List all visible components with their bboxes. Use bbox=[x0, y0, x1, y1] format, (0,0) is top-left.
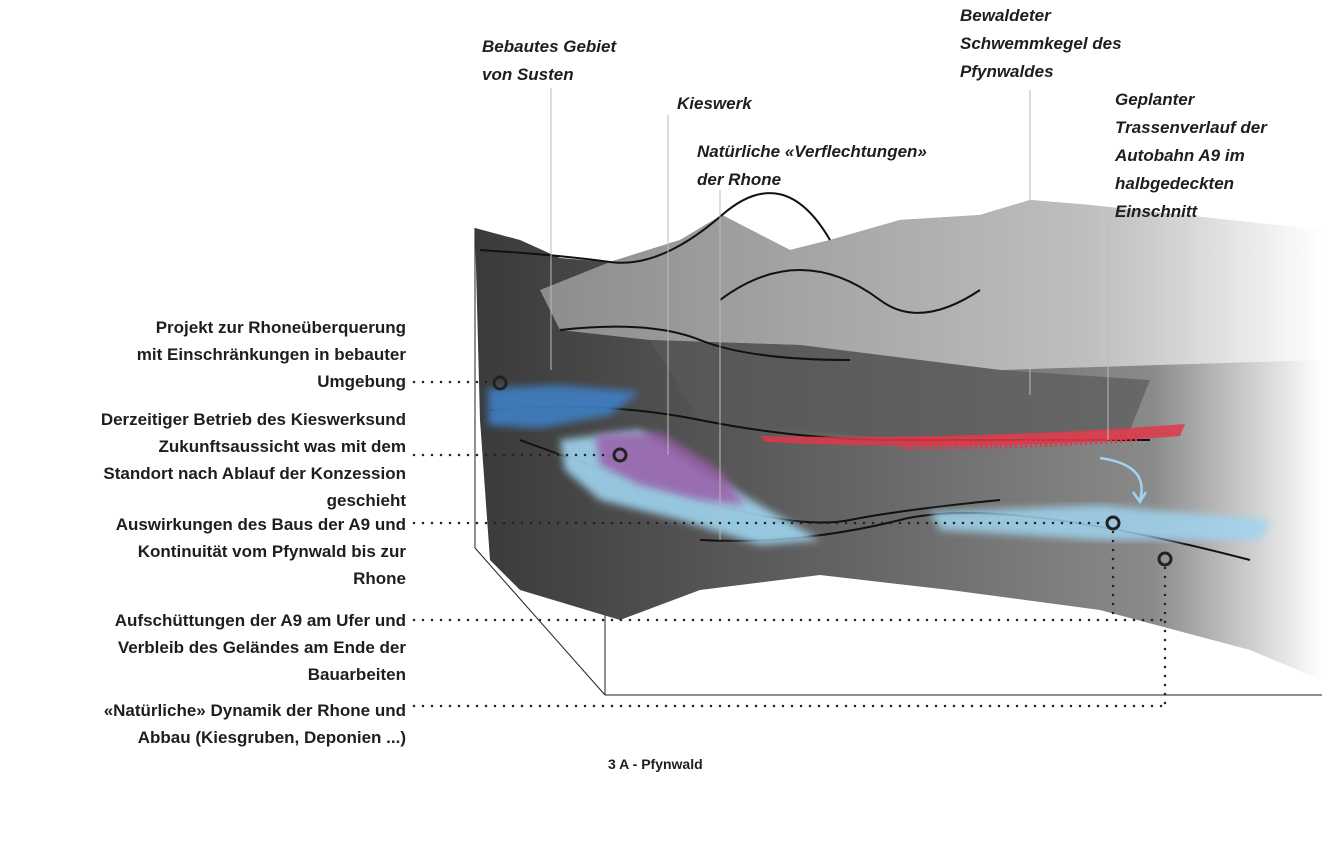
left-label-a9-impact: Auswirkungen des Baus der A9 und Kontinu… bbox=[6, 511, 406, 592]
label-line: Umgebung bbox=[317, 372, 406, 391]
forest-fan bbox=[650, 340, 1150, 440]
rhone-crossing-area bbox=[488, 385, 640, 428]
marker-circles bbox=[492, 375, 1173, 567]
label-line: von Susten bbox=[482, 65, 574, 84]
label-line: Geplanter bbox=[1115, 90, 1195, 109]
label-line: Abbau (Kiesgruben, Deponien ...) bbox=[137, 728, 406, 747]
label-line: Natürliche «Verflechtungen» bbox=[697, 142, 927, 161]
label-line: Kontinuität vom Pfynwald bis zur bbox=[137, 542, 406, 561]
label-line: geschieht bbox=[326, 491, 406, 510]
label-line: Projekt zur Rhoneüberquerung bbox=[155, 318, 406, 337]
top-leader-lines bbox=[550, 88, 1109, 540]
label-line: Standort nach Ablauf der Konzession bbox=[103, 464, 406, 483]
top-label-susten: Bebautes Gebiet von Susten bbox=[482, 33, 616, 89]
tunnel-arrow bbox=[1099, 456, 1148, 505]
a9-route-hatching bbox=[899, 433, 1141, 450]
marker-a9-impact bbox=[1105, 515, 1121, 531]
a9-route-band bbox=[760, 424, 1185, 446]
figure-caption: 3 A - Pfynwald bbox=[608, 756, 703, 772]
left-label-rhone-crossing: Projekt zur Rhoneüberquerung mit Einschr… bbox=[6, 314, 406, 395]
label-line: mit Einschränkungen in bebauter bbox=[136, 345, 406, 364]
label-line: Kieswerk bbox=[677, 94, 752, 113]
label-line: halbgedeckten bbox=[1115, 174, 1235, 193]
label-line: Aufschüttungen der A9 am Ufer und bbox=[114, 611, 406, 630]
label-line: der Rhone bbox=[697, 170, 782, 189]
marker-rhone-crossing bbox=[492, 375, 508, 391]
top-label-a9-route: Geplanter Trassenverlauf der Autobahn A9… bbox=[1115, 86, 1267, 226]
top-label-braiding: Natürliche «Verflechtungen» der Rhone bbox=[697, 138, 927, 194]
river-light-right bbox=[930, 505, 1270, 540]
label-line: Bewaldeter bbox=[960, 6, 1051, 25]
label-line: Bauarbeiten bbox=[307, 665, 406, 684]
mountains bbox=[540, 200, 1322, 370]
label-line: Verbleib des Geländes am Ende der bbox=[117, 638, 406, 657]
top-label-alluvial-fan: Bewaldeter Schwemmkegel des Pfynwaldes bbox=[960, 2, 1122, 86]
top-label-kieswerk: Kieswerk bbox=[677, 90, 752, 118]
label-line: Auswirkungen des Baus der A9 und bbox=[115, 515, 406, 534]
left-label-gravel-works: Derzeitiger Betrieb des Kieswerksund Zuk… bbox=[6, 406, 406, 514]
marker-gravel-works bbox=[612, 447, 628, 463]
marker-a9-embankment bbox=[1157, 551, 1173, 567]
label-line: Bebautes Gebiet bbox=[482, 37, 617, 56]
label-line: Zukunftsaussicht was mit dem bbox=[158, 437, 407, 456]
label-line: Autobahn A9 im bbox=[1115, 146, 1245, 165]
label-line: Pfynwaldes bbox=[960, 62, 1054, 81]
label-line: Einschnitt bbox=[1115, 202, 1198, 221]
label-line: Rhone bbox=[353, 569, 406, 588]
label-line: Derzeitiger Betrieb des Kieswerksund bbox=[100, 410, 406, 429]
label-line: Schwemmkegel des bbox=[960, 34, 1122, 53]
left-label-natural-dynamics: «Natürliche» Dynamik der Rhone und Abbau… bbox=[6, 697, 406, 751]
label-line: «Natürliche» Dynamik der Rhone und bbox=[103, 701, 406, 720]
left-label-a9-embankment: Aufschüttungen der A9 am Ufer und Verble… bbox=[6, 607, 406, 688]
gravel-works-area bbox=[595, 432, 745, 505]
label-line: Trassenverlauf der bbox=[1115, 118, 1267, 137]
dotted-leader-lines bbox=[412, 380, 1167, 708]
